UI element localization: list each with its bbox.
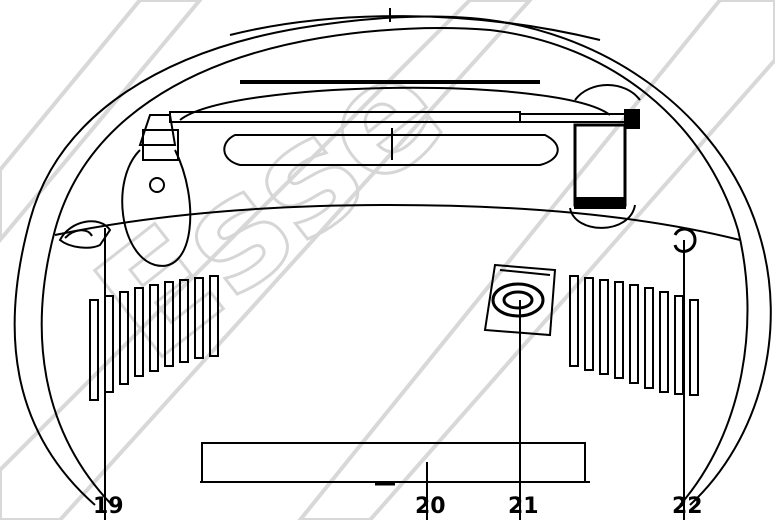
- device-body: [13, 8, 772, 506]
- right-side-socket: [673, 227, 697, 253]
- grille-slot: [629, 284, 639, 384]
- grille-slot: [644, 287, 654, 389]
- handle-recess: [179, 86, 611, 121]
- clip-band: [574, 197, 626, 209]
- grille-slot: [689, 299, 699, 396]
- clip-body: [573, 123, 627, 207]
- grille-slot: [209, 275, 219, 357]
- ac-power-socket: [483, 263, 557, 337]
- watermark-band-right: [295, 0, 775, 522]
- callout-21: 21: [508, 494, 539, 519]
- antenna-clip: [569, 84, 641, 229]
- grille-slot: [194, 277, 204, 359]
- clip-base: [569, 204, 636, 229]
- socket-plate-edge: [499, 269, 551, 276]
- grille-slot: [569, 275, 579, 367]
- antenna-tip: [624, 109, 640, 129]
- clip-top: [574, 84, 641, 101]
- right-speaker-grille: [569, 275, 699, 396]
- handle-grip: [223, 134, 559, 166]
- body-outline: [13, 15, 772, 506]
- left-socket-opening: [64, 229, 93, 239]
- grille-slot: [164, 281, 174, 367]
- grille-slot: [119, 291, 129, 385]
- grille-slot: [674, 295, 684, 395]
- antenna-swivel-base: [142, 129, 179, 161]
- callout-19: 19: [93, 494, 124, 519]
- grille-slot: [659, 291, 669, 393]
- battery-cover: [201, 442, 586, 482]
- callout-leaders: [104, 228, 685, 520]
- top-ridge: [229, 15, 601, 41]
- left-side-socket: [58, 220, 112, 249]
- panel-ledge: [54, 203, 741, 241]
- socket-plate: [483, 263, 557, 337]
- antenna-rod-upper: [519, 113, 631, 123]
- antenna-screw: [149, 177, 165, 193]
- telescopic-antenna: [121, 109, 640, 267]
- socket-outer: [491, 282, 545, 318]
- watermark-band-left: [0, 0, 203, 244]
- grille-slot: [149, 284, 159, 372]
- grille-slot: [614, 281, 624, 379]
- grille-slot: [89, 299, 99, 401]
- grille-slot: [134, 287, 144, 377]
- callout-labels: 19 20 21 22: [93, 494, 703, 519]
- grille-slot: [599, 279, 609, 375]
- battery-compartment: [200, 442, 590, 486]
- callout-22: 22: [672, 494, 703, 519]
- callout-20: 20: [415, 494, 446, 519]
- grille-slot: [179, 279, 189, 363]
- socket-inner: [502, 290, 534, 310]
- antenna-mount-housing: [121, 149, 192, 267]
- grille-slot: [584, 277, 594, 371]
- body-inner-outline: [40, 27, 749, 506]
